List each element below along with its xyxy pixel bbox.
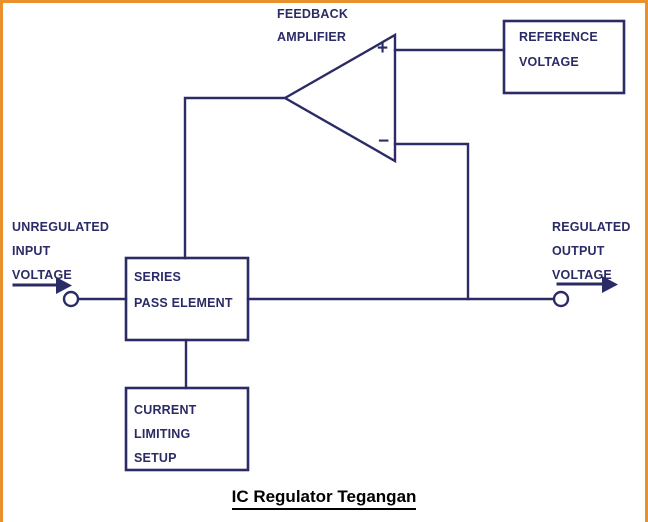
opamp-plus-sign: + (377, 38, 389, 59)
current-limiting-setup-label-line3: SETUP (134, 451, 177, 465)
regulated-output-label-line2: OUTPUT (552, 244, 605, 258)
feedback-amplifier-label-line1: FEEDBACK (277, 7, 349, 21)
figure-caption-text: IC Regulator Tegangan (231, 487, 417, 510)
feedback-amplifier-label-line2: AMPLIFIER (277, 30, 347, 44)
opamp-minus-sign: − (378, 131, 390, 152)
wire-minus-to-output-node (393, 142, 470, 301)
input-terminal-node (62, 290, 80, 308)
input-flow-arrow-head (56, 277, 72, 294)
series-pass-element-label-line1: SERIES (134, 270, 182, 284)
unregulated-input-label-line2: INPUT (12, 244, 51, 258)
reference-voltage-label-line1: REFERENCE (519, 30, 598, 44)
current-limiting-setup-label-line1: CURRENT (134, 403, 197, 417)
unregulated-input-label-line1: UNREGULATED (12, 220, 110, 234)
wire-amp-output-to-series-pass (183, 96, 287, 260)
series-pass-element-label-line2: PASS ELEMENT (134, 296, 233, 310)
current-limiting-setup-label-line2: LIMITING (134, 427, 191, 441)
reference-voltage-box (502, 19, 626, 95)
reference-voltage-label-line2: VOLTAGE (519, 55, 579, 69)
feedback-amplifier-triangle (282, 32, 397, 164)
regulated-output-label-line3: VOLTAGE (552, 268, 612, 282)
figure-caption: IC Regulator Tegangan (0, 487, 648, 510)
regulated-output-label-line1: REGULATED (552, 220, 631, 234)
output-terminal-node (552, 290, 570, 308)
output-flow-arrow-head (602, 276, 618, 293)
unregulated-input-label-line3: VOLTAGE (12, 268, 72, 282)
